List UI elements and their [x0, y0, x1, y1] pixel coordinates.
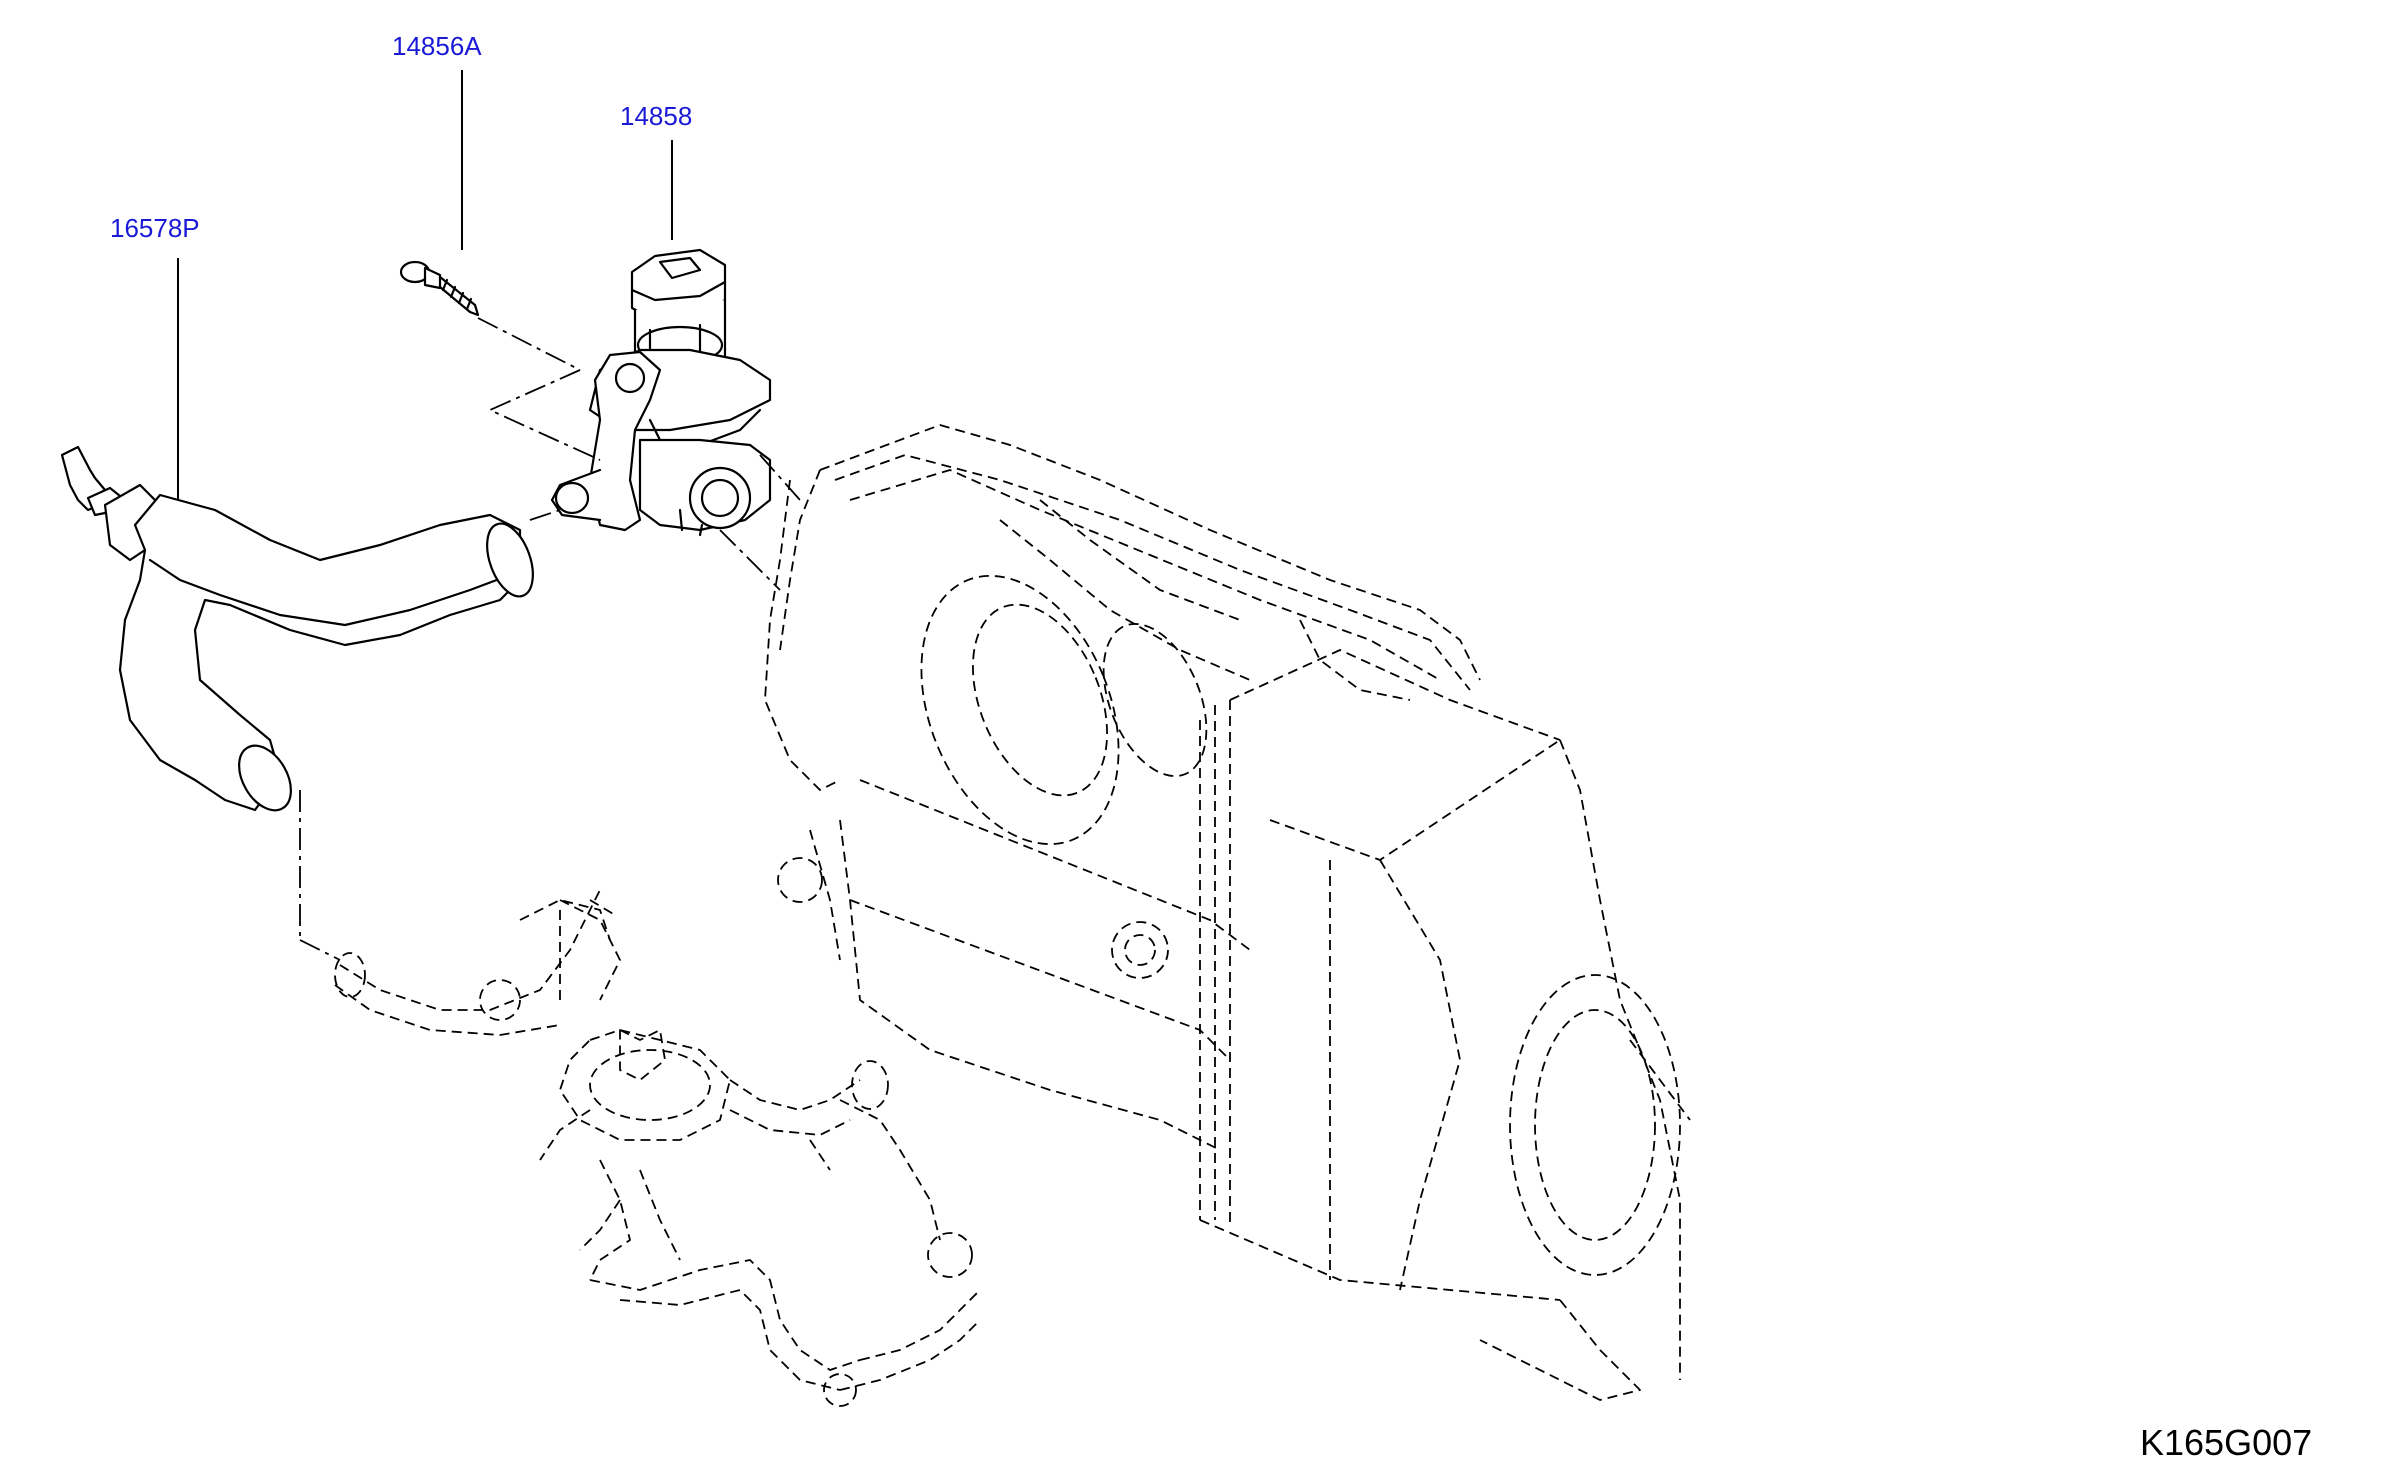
callout-label-bolt[interactable]: 14856A: [392, 31, 482, 61]
engine-block-phantom: [764, 424, 1691, 1401]
bolt-14856A[interactable]: [399, 260, 480, 317]
callout-hose[interactable]: 16578P: [110, 213, 200, 500]
callout-label-valve[interactable]: 14858: [620, 101, 692, 131]
figure-id: K165G007: [2140, 1422, 2312, 1463]
hose-16578P[interactable]: [60, 445, 542, 819]
valve-14858[interactable]: [550, 248, 772, 537]
lower-piping-phantom: [334, 889, 981, 1407]
callout-valve[interactable]: 14858: [620, 101, 692, 240]
callout-bolt[interactable]: 14856A: [392, 31, 482, 250]
assembly-lines: [299, 317, 801, 961]
callout-label-hose[interactable]: 16578P: [110, 213, 200, 243]
